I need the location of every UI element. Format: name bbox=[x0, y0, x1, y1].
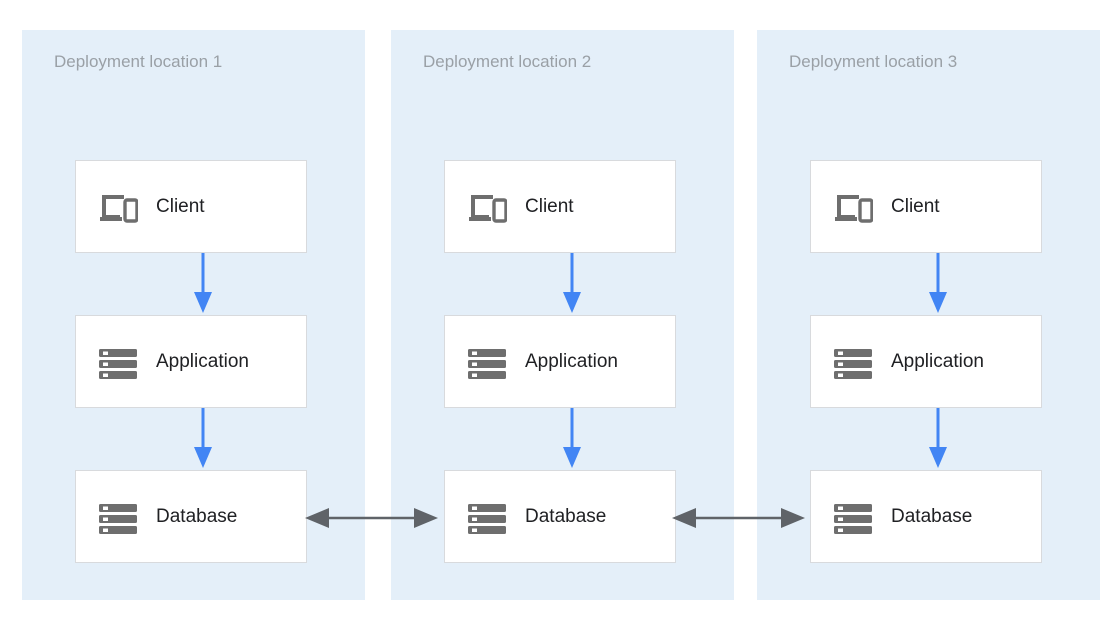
server-rack-icon bbox=[99, 503, 137, 534]
node-label: Database bbox=[156, 505, 238, 527]
deployment-zone-3: Deployment location 3 Client Application bbox=[757, 30, 1100, 600]
server-rack-icon bbox=[468, 503, 506, 534]
devices-icon bbox=[835, 194, 873, 223]
devices-icon bbox=[469, 194, 507, 223]
zone-title: Deployment location 2 bbox=[423, 52, 592, 71]
node-client[interactable]: Client bbox=[444, 160, 676, 253]
node-application[interactable]: Application bbox=[810, 315, 1042, 408]
replication-arrow-zone2-zone3 bbox=[672, 508, 805, 528]
replication-arrow-zone1-zone2 bbox=[305, 508, 438, 528]
node-label: Application bbox=[891, 350, 984, 372]
flow-arrow-application-to-database bbox=[563, 408, 581, 468]
deployment-zone-2: Deployment location 2 Client Application bbox=[391, 30, 734, 600]
node-label: Client bbox=[156, 195, 205, 217]
node-database[interactable]: Database bbox=[75, 470, 307, 563]
zone-title: Deployment location 3 bbox=[789, 52, 958, 71]
devices-icon bbox=[100, 194, 138, 223]
node-application[interactable]: Application bbox=[444, 315, 676, 408]
node-application[interactable]: Application bbox=[75, 315, 307, 408]
flow-arrow-client-to-application bbox=[929, 253, 947, 313]
node-label: Database bbox=[891, 505, 973, 527]
node-label: Client bbox=[891, 195, 940, 217]
flow-arrow-client-to-application bbox=[194, 253, 212, 313]
node-label: Application bbox=[525, 350, 618, 372]
node-client[interactable]: Client bbox=[810, 160, 1042, 253]
node-database[interactable]: Database bbox=[444, 470, 676, 563]
node-label: Application bbox=[156, 350, 249, 372]
flow-arrow-client-to-application bbox=[563, 253, 581, 313]
deployment-zone-1: Deployment location 1 Client Application bbox=[22, 30, 365, 600]
server-rack-icon bbox=[468, 348, 506, 379]
server-rack-icon bbox=[834, 503, 872, 534]
node-label: Client bbox=[525, 195, 574, 217]
node-client[interactable]: Client bbox=[75, 160, 307, 253]
node-database[interactable]: Database bbox=[810, 470, 1042, 563]
flow-arrow-application-to-database bbox=[929, 408, 947, 468]
node-label: Database bbox=[525, 505, 607, 527]
flow-arrow-application-to-database bbox=[194, 408, 212, 468]
server-rack-icon bbox=[834, 348, 872, 379]
server-rack-icon bbox=[99, 348, 137, 379]
zone-title: Deployment location 1 bbox=[54, 52, 223, 71]
